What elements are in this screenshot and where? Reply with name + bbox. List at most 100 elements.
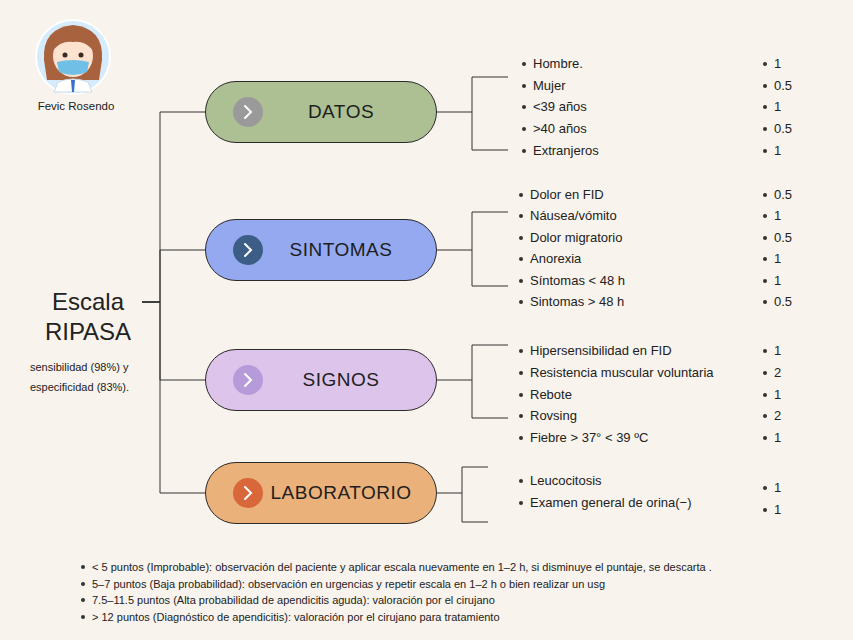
score-number: 1 [774, 208, 781, 224]
bullet-dot [81, 565, 85, 569]
score-number: 0.5 [774, 187, 792, 203]
item-text: Mujer [533, 78, 566, 94]
bullet-dot [519, 279, 523, 283]
category-pill: DATOS [205, 81, 437, 143]
bullet-dot [519, 393, 523, 397]
chevron-icon [232, 96, 264, 128]
score-number: 1 [774, 99, 781, 115]
interpretation-note: 5–7 puntos (Baja probabilidad): observac… [92, 576, 605, 592]
bullet-dot [522, 84, 526, 88]
bullet-dot [763, 257, 767, 261]
bullet-dot [763, 436, 767, 440]
bullet-dot [763, 508, 767, 512]
bullet-dot [519, 236, 523, 240]
bullet-dot [763, 279, 767, 283]
score-number: 1 [774, 143, 781, 159]
category-label: DATOS [308, 101, 374, 123]
tree-connector [142, 112, 205, 302]
bullet-dot [763, 349, 767, 353]
bullet-dot [763, 84, 767, 88]
category-label: LABORATORIO [271, 482, 412, 504]
chevron-icon [232, 234, 264, 266]
item-text: <39 años [533, 99, 587, 115]
bullet-dot [763, 371, 767, 375]
item-text: Examen general de orina(−) [530, 495, 692, 511]
item-text: >40 años [533, 121, 587, 137]
category-pill: SINTOMAS [205, 219, 437, 281]
interpretation-note: > 12 puntos (Diagnóstico de apendicitis)… [92, 609, 500, 625]
tree-connector [142, 302, 205, 493]
bullet-dot [519, 257, 523, 261]
bullet-dot [519, 501, 523, 505]
bullet-dot [763, 105, 767, 109]
bullet-dot [763, 214, 767, 218]
interpretation-note: < 5 puntos (Improbable): observación del… [92, 559, 712, 575]
category-label: SIGNOS [303, 369, 380, 391]
bullet-dot [519, 349, 523, 353]
bullet-dot [522, 62, 526, 66]
item-text: Hombre. [533, 56, 583, 72]
author-label: Fevic Rosendo [38, 98, 115, 114]
bullet-dot [763, 486, 767, 490]
item-text: Rovsing [530, 408, 577, 424]
item-text: Dolor migratorio [530, 230, 622, 246]
score-number: 0.5 [774, 294, 792, 310]
score-number: 1 [774, 502, 781, 518]
score-number: 2 [774, 365, 781, 381]
bullet-dot [522, 105, 526, 109]
item-text: Leucocitosis [530, 473, 602, 489]
bullet-dot [763, 236, 767, 240]
score-number: 0.5 [774, 121, 792, 137]
score-number: 1 [774, 251, 781, 267]
bullet-dot [519, 193, 523, 197]
avatar-illustration [36, 20, 110, 94]
bullet-dot [519, 436, 523, 440]
bullet-dot [81, 598, 85, 602]
bullet-dot [522, 149, 526, 153]
score-number: 1 [774, 273, 781, 289]
item-text: Resistencia muscular voluntaria [530, 365, 714, 381]
bullet-dot [519, 414, 523, 418]
tree-connector [142, 302, 205, 380]
score-number: 1 [774, 480, 781, 496]
category-pill: SIGNOS [205, 349, 437, 411]
score-number: 0.5 [774, 78, 792, 94]
score-number: 1 [774, 430, 781, 446]
item-text: Síntomas < 48 h [530, 273, 625, 289]
item-text: Fiebre > 37° < 39 ºC [530, 430, 648, 446]
score-number: 1 [774, 56, 781, 72]
root-title: Escala RIPASA [36, 287, 140, 347]
tree-connector [142, 250, 205, 302]
bullet-dot [763, 149, 767, 153]
bullet-dot [763, 414, 767, 418]
bracket-lines [437, 77, 508, 522]
item-text: Extranjeros [533, 143, 599, 159]
chevron-icon [232, 477, 264, 509]
item-text: Rebote [530, 387, 572, 403]
bullet-dot [763, 300, 767, 304]
bullet-dot [763, 127, 767, 131]
item-text: Dolor en FID [530, 187, 604, 203]
chevron-icon [232, 364, 264, 396]
bullet-dot [763, 393, 767, 397]
category-label: SINTOMAS [290, 239, 393, 261]
bullet-dot [519, 479, 523, 483]
item-text: Sintomas > 48 h [530, 294, 624, 310]
score-number: 2 [774, 408, 781, 424]
bullet-dot [763, 193, 767, 197]
bullet-dot [763, 62, 767, 66]
score-number: 1 [774, 343, 781, 359]
bullet-dot [522, 127, 526, 131]
item-text: Náusea/vómito [530, 208, 617, 224]
bullet-dot [81, 615, 85, 619]
bullet-dot [519, 214, 523, 218]
bullet-dot [81, 582, 85, 586]
score-number: 1 [774, 387, 781, 403]
category-pill: LABORATORIO [205, 462, 437, 524]
score-number: 0.5 [774, 230, 792, 246]
accuracy-note: sensibilidad (98%) y especificidad (83%)… [30, 357, 180, 397]
interpretation-note: 7.5–11.5 puntos (Alta probabilidad de ap… [92, 592, 495, 608]
bullet-dot [519, 300, 523, 304]
bullet-dot [519, 371, 523, 375]
title-text: Escala RIPASA [45, 288, 131, 345]
